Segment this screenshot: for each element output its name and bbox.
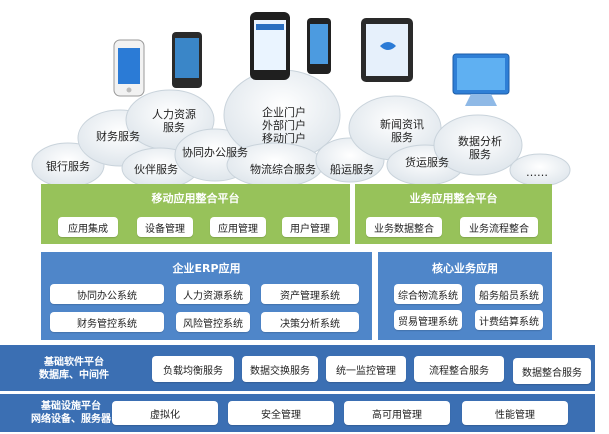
mobile-item-app-mgmt: 应用管理: [210, 217, 266, 237]
mobile-item-user-mgmt: 用户管理: [282, 217, 338, 237]
erp-item-risk: 风险管控系统: [176, 312, 250, 332]
hr-service-label: 人力资源 服务: [152, 108, 196, 134]
software-item-load-balance: 负载均衡服务: [152, 356, 234, 382]
core-item-shipping-crew: 船务船员系统: [475, 284, 543, 304]
monitor-icon: [452, 53, 510, 106]
more-services-label: ……: [526, 166, 548, 179]
software-item-process-integration: 流程整合服务: [414, 356, 504, 382]
erp-title: 企业ERP应用: [172, 262, 241, 275]
smartphone-main-icon: [250, 12, 290, 80]
mobile-item-device-mgmt: 设备管理: [137, 217, 193, 237]
mobile-platform-title: 移动应用整合平台: [151, 192, 240, 205]
software-item-monitoring: 统一监控管理: [326, 356, 406, 382]
partner-service-label: 伙伴服务: [134, 163, 178, 176]
core-item-logistics: 综合物流系统: [394, 284, 462, 304]
smartphone-black-icon: [172, 32, 202, 88]
software-platform-label: 基础软件平台 数据库、中间件: [39, 357, 109, 381]
business-item-process-integration: 业务流程整合: [460, 217, 538, 237]
software-item-data-exchange: 数据交换服务: [242, 356, 318, 382]
news-service-label: 新闻资讯 服务: [380, 118, 424, 144]
smartphone-white-icon: [113, 39, 145, 97]
portal-service-label: 企业门户 外部门户 移动门户: [262, 106, 306, 145]
analytics-service-label: 数据分析 服务: [458, 135, 502, 161]
bank-service-label: 银行服务: [46, 160, 90, 173]
freight-service-label: 货运服务: [405, 156, 449, 169]
smartphone-small-icon: [307, 18, 331, 74]
software-item-data-integration: 数据整合服务: [513, 358, 591, 384]
erp-item-collab: 协同办公系统: [50, 284, 164, 304]
erp-item-decision: 决策分析系统: [261, 312, 359, 332]
infra-item-virtualization: 虚拟化: [112, 401, 218, 425]
infra-item-security: 安全管理: [228, 401, 334, 425]
tablet-icon: [361, 18, 413, 82]
logistics-service-label: 物流综合服务: [250, 163, 316, 176]
business-platform-title: 业务应用整合平台: [409, 192, 498, 205]
shipping-service-label: 船运服务: [330, 163, 374, 176]
infra-item-high-availability: 高可用管理: [344, 401, 450, 425]
core-item-trade: 贸易管理系统: [394, 310, 462, 330]
erp-item-finance: 财务管控系统: [50, 312, 164, 332]
core-item-billing: 计费结算系统: [475, 310, 543, 330]
erp-item-asset: 资产管理系统: [261, 284, 359, 304]
core-title: 核心业务应用: [432, 262, 498, 275]
service-cloud: [31, 69, 571, 189]
infra-item-performance: 性能管理: [462, 401, 568, 425]
business-item-data-integration: 业务数据整合: [366, 217, 442, 237]
mobile-item-app-integration: 应用集成: [58, 217, 118, 237]
erp-item-hr: 人力资源系统: [176, 284, 250, 304]
infra-platform-label: 基础设施平台 网络设备、服务器: [31, 401, 111, 425]
collab-service-label: 协同办公服务: [182, 146, 248, 159]
finance-service-label: 财务服务: [96, 130, 140, 143]
